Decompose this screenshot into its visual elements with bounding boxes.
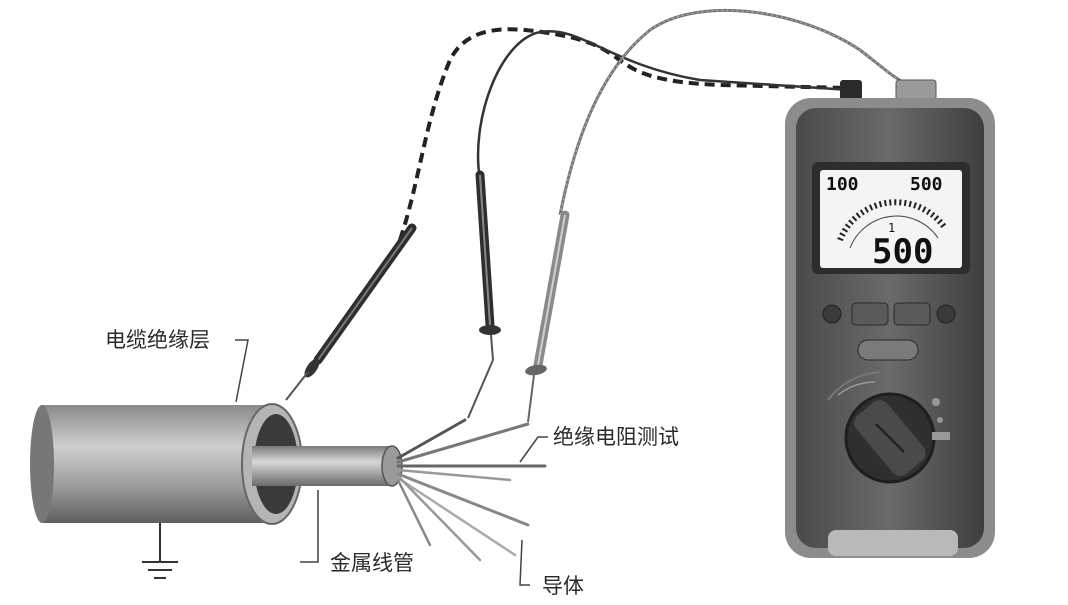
lead-socket-right bbox=[895, 79, 937, 101]
probe-left bbox=[285, 223, 417, 401]
grey-test-lead bbox=[558, 8, 916, 216]
conductors bbox=[396, 418, 547, 562]
label-insulation-test: 绝缘电阻测试 bbox=[553, 425, 679, 449]
display-top-left: 100 bbox=[826, 174, 859, 195]
probe-middle bbox=[467, 170, 501, 419]
right-indicator-button[interactable] bbox=[936, 304, 956, 324]
display-top-right: 500 bbox=[910, 174, 943, 195]
dashed-test-lead bbox=[398, 27, 851, 241]
label-cable-insulation: 电缆绝缘层 bbox=[105, 328, 210, 352]
label-metal-conduit: 金属线管 bbox=[330, 551, 414, 575]
test-leads bbox=[398, 8, 916, 241]
function-button-2[interactable] bbox=[893, 302, 931, 326]
leader-lines bbox=[235, 339, 548, 586]
black-test-lead bbox=[476, 29, 851, 181]
ground-symbol bbox=[142, 523, 178, 579]
function-button-1[interactable] bbox=[851, 302, 889, 326]
cable bbox=[252, 445, 403, 487]
label-conductor: 导体 bbox=[542, 574, 584, 598]
left-indicator-button[interactable] bbox=[822, 304, 842, 324]
probe-right bbox=[525, 210, 570, 423]
display-main: 500 bbox=[872, 232, 933, 272]
display-mid: 1 bbox=[888, 221, 895, 235]
insulation-tester: 100 500 1 500 bbox=[785, 79, 995, 558]
metal-conduit bbox=[30, 403, 303, 525]
meter-display bbox=[820, 170, 962, 268]
lead-socket-left bbox=[840, 80, 862, 100]
test-button[interactable] bbox=[857, 339, 919, 361]
